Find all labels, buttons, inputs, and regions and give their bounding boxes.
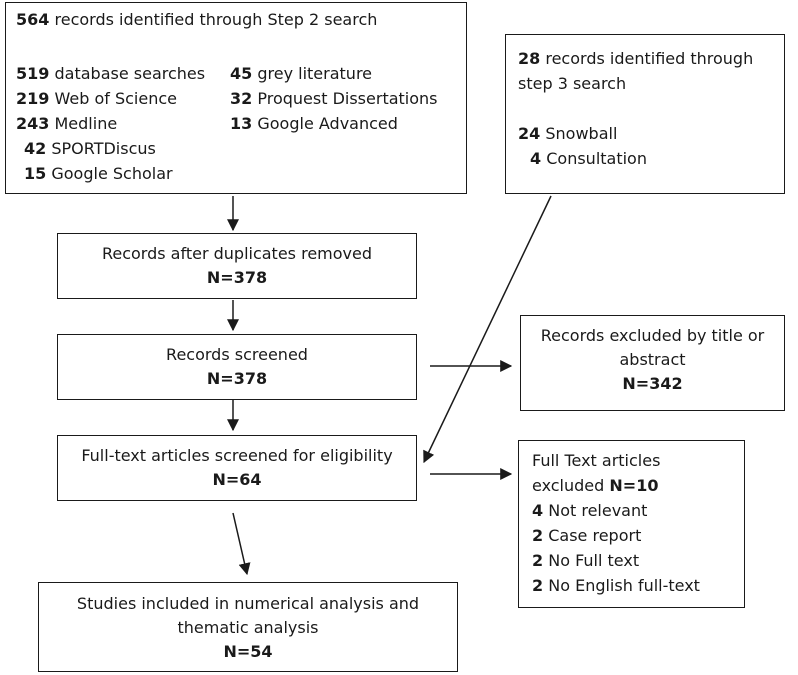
step2-right-item-2: 13 Google Advanced: [230, 112, 398, 137]
label: Proquest Dissertations: [257, 89, 438, 108]
duplicates-removed-box: Records after duplicates removed N=378: [57, 233, 417, 299]
included-line2: thematic analysis: [177, 618, 319, 637]
count: 219: [16, 89, 50, 108]
arrow-step3-to-fulltext: [423, 195, 552, 464]
step2-header-text: records identified through Step 2 search: [54, 10, 378, 29]
label: grey literature: [257, 64, 373, 83]
step3-header-count: 28: [518, 49, 541, 68]
step2-header-count: 564: [16, 10, 50, 29]
count: 2: [532, 526, 544, 545]
label: Google Scholar: [51, 164, 173, 183]
count: 519: [16, 64, 50, 83]
label: No English full-text: [548, 576, 700, 595]
excluded-title-n: N=342: [622, 374, 683, 393]
label: database searches: [54, 64, 206, 83]
excluded-title-box: Records excluded by title or abstract N=…: [520, 315, 785, 411]
fulltext-excluded-item-3: 2 No English full-text: [532, 574, 700, 599]
duplicates-label: Records after duplicates removed: [101, 244, 373, 263]
label: Not relevant: [548, 501, 648, 520]
fulltext-excluded-line1: Full Text articles: [532, 449, 660, 474]
included-line1: Studies included in numerical analysis a…: [76, 594, 420, 613]
count: 2: [532, 551, 544, 570]
count: 32: [230, 89, 253, 108]
step2-left-item-4: 15 Google Scholar: [24, 162, 173, 187]
arrow-fulltext-to-included: [232, 512, 251, 576]
step2-left-item-1: 219 Web of Science: [16, 87, 177, 112]
records-screened-box: Records screened N=378: [57, 334, 417, 400]
step2-header: 564 records identified through Step 2 se…: [16, 8, 377, 33]
count: 45: [230, 64, 253, 83]
step2-search-box: 564 records identified through Step 2 se…: [5, 2, 467, 194]
fulltext-n: N=64: [212, 470, 262, 489]
fulltext-excluded-item-2: 2 No Full text: [532, 549, 639, 574]
fulltext-excluded-item-1: 2 Case report: [532, 524, 641, 549]
step3-header-text-2: step 3 search: [518, 74, 627, 93]
screened-n: N=378: [206, 369, 268, 388]
count: 2: [532, 576, 544, 595]
fulltext-excluded-item-0: 4 Not relevant: [532, 499, 647, 524]
count: 243: [16, 114, 50, 133]
label: Medline: [54, 114, 118, 133]
excluded-title-line1: Records excluded by title or: [540, 326, 765, 345]
count: 15: [24, 164, 47, 183]
step3-header-line2: step 3 search: [518, 72, 626, 97]
label: Snowball: [545, 124, 618, 143]
label: Google Advanced: [257, 114, 398, 133]
count: 24: [518, 124, 541, 143]
step3-search-box: 28 records identified through step 3 sea…: [505, 34, 785, 194]
count: 13: [230, 114, 253, 133]
duplicates-n: N=378: [206, 268, 268, 287]
step2-left-item-2: 243 Medline: [16, 112, 117, 137]
step2-left-item-3: 42 SPORTDiscus: [24, 137, 156, 162]
step3-item-0: 24 Snowball: [518, 122, 617, 147]
label: excluded: [532, 476, 605, 495]
step2-right-item-1: 32 Proquest Dissertations: [230, 87, 438, 112]
label: Web of Science: [54, 89, 178, 108]
fulltext-excluded-box: Full Text articles excluded N=10 4 Not r…: [518, 440, 745, 608]
screened-label: Records screened: [166, 345, 308, 364]
fulltext-excluded-n: N=10: [609, 476, 659, 495]
fulltext-excluded-line2: excluded N=10: [532, 474, 658, 499]
label: Full Text articles: [532, 451, 661, 470]
studies-included-box: Studies included in numerical analysis a…: [38, 582, 458, 672]
excluded-title-line2: abstract: [619, 350, 686, 369]
label: No Full text: [548, 551, 640, 570]
fulltext-screened-box: Full-text articles screened for eligibil…: [57, 435, 417, 501]
step3-header-line1: 28 records identified through: [518, 47, 753, 72]
step2-left-item-0: 519 database searches: [16, 62, 205, 87]
included-n: N=54: [223, 642, 273, 661]
count: 42: [24, 139, 47, 158]
count: 4: [532, 501, 544, 520]
label: Consultation: [546, 149, 647, 168]
label: SPORTDiscus: [51, 139, 156, 158]
fulltext-label: Full-text articles screened for eligibil…: [81, 446, 393, 465]
step3-header-text: records identified through: [545, 49, 754, 68]
step2-right-item-0: 45 grey literature: [230, 62, 372, 87]
label: Case report: [548, 526, 642, 545]
count: 4: [530, 149, 542, 168]
step3-item-1: 4 Consultation: [530, 147, 647, 172]
